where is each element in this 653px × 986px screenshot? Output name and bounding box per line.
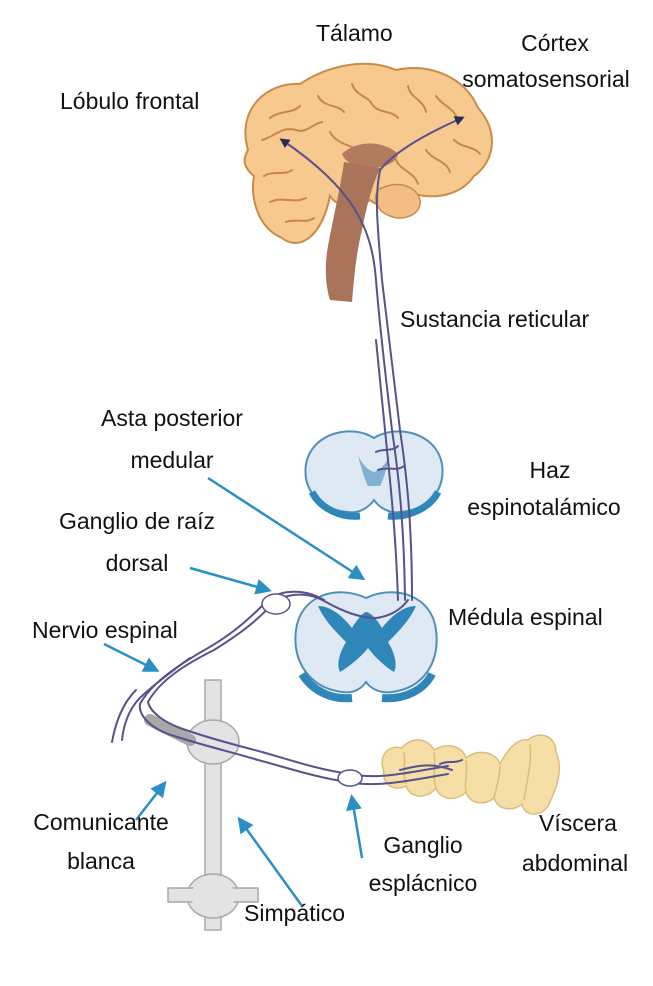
label-ganglio-esplacnico-line1: Ganglio [358, 830, 488, 861]
sympathetic-chain [150, 680, 258, 930]
label-medula-espinal: Médula espinal [448, 602, 603, 633]
label-viscera-line1: Víscera [508, 808, 648, 839]
lower-spinal-segment [295, 592, 436, 698]
spinal-nerve-fiber-2 [112, 690, 136, 742]
label-simpatico: Simpático [244, 898, 345, 929]
label-haz-line2: espinotalámico [454, 492, 634, 523]
label-nervio-espinal: Nervio espinal [32, 615, 178, 646]
label-comunicante-line2: blanca [16, 846, 186, 877]
splanchnic-ganglion [338, 770, 362, 786]
upper-cord-section [305, 431, 442, 512]
label-ganglio-raiz-line2: dorsal [36, 548, 238, 579]
upper-spinal-segment [305, 431, 442, 516]
colon [382, 735, 559, 814]
label-comunicante-line1: Comunicante [16, 807, 186, 838]
dorsal-root-ganglion [262, 594, 290, 614]
label-viscera-line2: abdominal [500, 848, 650, 879]
label-cortex-line2: somatosensorial [444, 64, 648, 95]
label-ganglio-raiz-line1: Ganglio de raíz [36, 506, 238, 537]
label-asta-line1: Asta posterior [56, 403, 288, 434]
arrow-nervio-espinal [104, 644, 156, 670]
label-haz-line1: Haz [470, 455, 630, 486]
cerebellum [376, 185, 421, 218]
sympathetic-ganglion-lower-fill [191, 878, 235, 914]
brain [245, 64, 492, 302]
label-asta-line2: medular [56, 445, 288, 476]
label-cortex-line1: Córtex [470, 28, 640, 59]
label-lobulo-frontal: Lóbulo frontal [60, 86, 199, 117]
label-talamo: Tálamo [316, 18, 393, 49]
abdominal-viscera [382, 735, 559, 814]
label-sustancia-reticular: Sustancia reticular [400, 304, 589, 335]
label-ganglio-esplacnico-line2: esplácnico [348, 868, 498, 899]
